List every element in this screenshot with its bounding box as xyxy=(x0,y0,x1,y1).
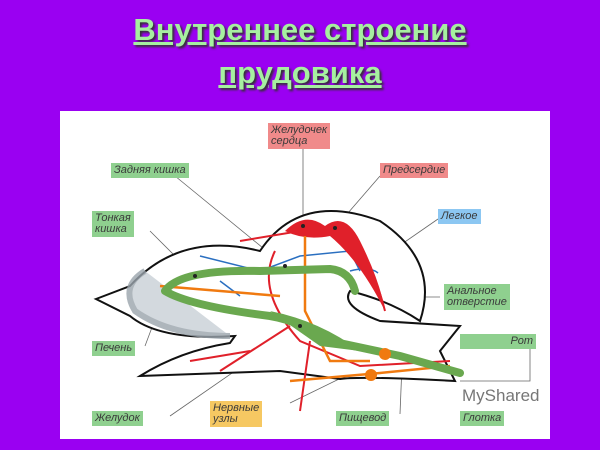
label-ventricle: Желудочек сердца xyxy=(268,123,331,149)
label-lung: Легкое xyxy=(438,209,481,224)
label-mouth: Рот xyxy=(460,334,536,349)
label-anus: Анальное отверстие xyxy=(444,284,510,310)
watermark-logo: MyShared xyxy=(462,386,540,405)
snail-anatomy-drawing xyxy=(93,139,531,417)
stomach-shape xyxy=(270,311,360,351)
slide-title-line1: Внутреннее строение xyxy=(133,12,467,47)
label-ganglia: Нервные узлы xyxy=(210,401,263,427)
ganglion-1 xyxy=(379,348,391,360)
heart xyxy=(285,219,385,311)
ganglion-2 xyxy=(365,369,377,381)
label-hindgut: Задняя кишка xyxy=(111,163,189,178)
pointer-dots xyxy=(193,224,337,328)
label-small-intestine: Тонкая кишка xyxy=(92,211,134,237)
slide-title-line2: прудовика xyxy=(218,55,382,90)
label-esophagus: Пищевод xyxy=(336,411,390,426)
liver-shape xyxy=(126,268,231,339)
label-liver: Печень xyxy=(92,341,136,356)
diagram-panel: Желудочек сердца Задняя кишка Предсердие… xyxy=(60,111,550,439)
label-pharynx: Глотка xyxy=(460,411,505,426)
label-atrium: Предсердие xyxy=(380,163,449,178)
label-stomach: Желудок xyxy=(92,411,143,426)
